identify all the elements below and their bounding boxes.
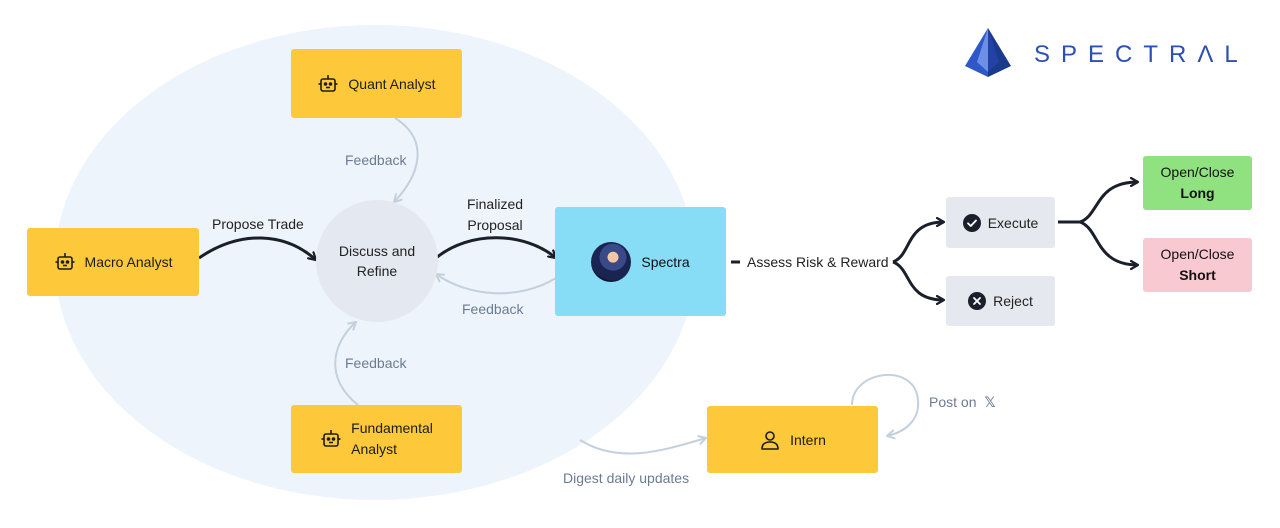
spectral-wordmark: SPECTRΛL [1034,40,1249,68]
reject-node: Reject [946,276,1055,326]
discuss-and-refine-node: Discuss and Refine [316,200,438,322]
feedback-spectra-arrow [435,273,557,295]
execute-label: Execute [987,214,1039,231]
branch-to-execute [892,222,944,264]
assess-risk-label: Assess Risk & Reward [747,254,889,270]
fundamental-analyst-label: Fundamental Analyst [351,418,433,460]
quant-analyst-label: Quant Analyst [348,75,436,92]
long-label-line2: Long [1180,185,1215,201]
intern-node: Intern [707,406,878,473]
user-icon [759,429,781,451]
post-loop-arrow [851,374,920,440]
finalized-proposal-label: Finalized Proposal [465,194,525,236]
post-on-label: Post on 𝕏 [929,394,996,411]
feedback-quant-arrow [393,117,419,203]
execute-node: Execute [946,197,1055,248]
branch-to-reject [892,260,944,300]
check-circle-icon [962,213,981,232]
robot-icon [320,428,342,450]
x-logo-icon: 𝕏 [984,394,996,410]
propose-trade-arrow [198,236,316,262]
fundamental-label-line2: Analyst [351,441,398,457]
branch-to-short [1079,220,1138,265]
x-circle-icon [968,292,987,310]
post-on-text: Post on [929,394,977,410]
spectral-brand: SPECTRΛL [964,26,1249,83]
propose-trade-label: Propose Trade [212,216,304,232]
fundamental-analyst-node: Fundamental Analyst [291,405,462,473]
spectra-node: Spectra [555,207,726,316]
long-label-line1: Open/Close [1160,164,1235,180]
macro-analyst-node: Macro Analyst [27,228,199,296]
digest-updates-label: Digest daily updates [563,470,690,486]
robot-icon [317,73,339,95]
open-close-long-node: Open/Close Long [1143,156,1252,210]
finalized-label-line2: Proposal [467,217,523,233]
spectra-avatar [591,241,632,282]
feedback-fundamental-arrow [334,321,359,406]
discuss-label-line2: Refine [356,263,398,279]
macro-analyst-label: Macro Analyst [84,254,173,270]
finalized-label-line1: Finalized [466,196,524,212]
digest-arrow [579,435,707,455]
reject-label: Reject [993,293,1033,309]
discuss-label-line1: Discuss and [338,243,416,259]
open-close-short-node: Open/Close Short [1143,238,1252,292]
branch-to-long [1079,182,1138,224]
feedback-spectra-label: Feedback [462,301,524,317]
feedback-fundamental-label: Feedback [345,355,407,371]
spectral-logo-icon [964,26,1012,83]
short-label-line2: Short [1179,267,1216,283]
fundamental-label-line1: Fundamental [351,420,433,436]
intern-label: Intern [790,431,826,448]
robot-icon [54,251,76,273]
finalized-proposal-arrow [435,236,556,260]
feedback-quant-label: Feedback [345,152,407,168]
quant-analyst-node: Quant Analyst [291,49,462,118]
short-label-line1: Open/Close [1160,246,1235,262]
spectra-label: Spectra [641,253,690,270]
